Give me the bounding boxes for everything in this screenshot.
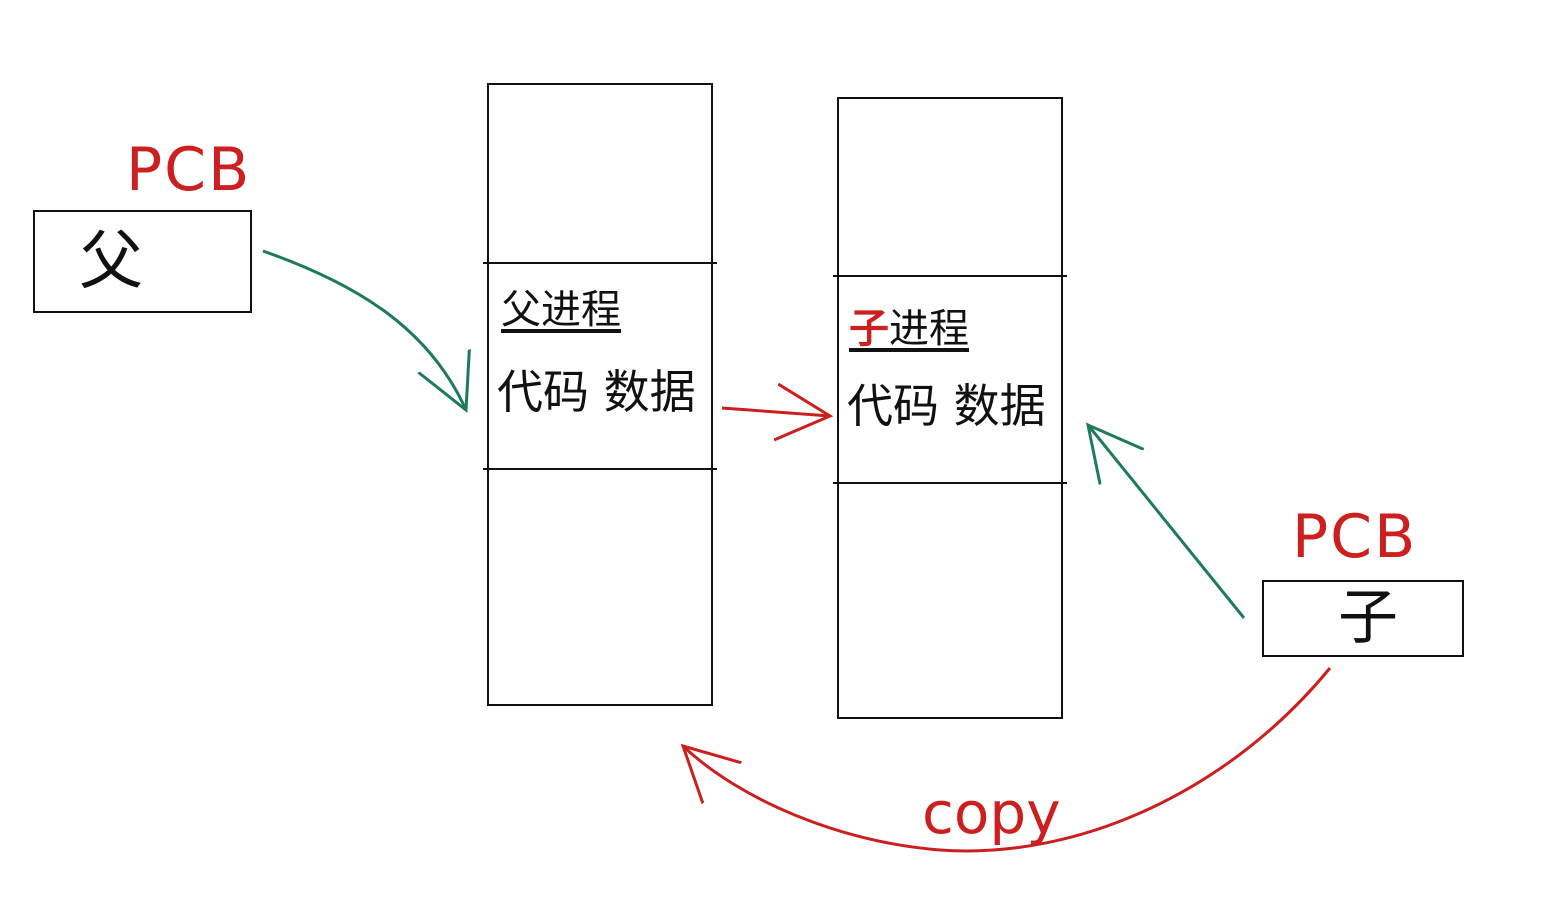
arrow-parent-process-to-child-process (721, 408, 830, 416)
parent-process-title: 父进程 (501, 287, 621, 333)
parent-process-body: 代码 数据 (497, 365, 696, 419)
child-memory-divider-top (833, 275, 1067, 277)
parent-memory-divider-top (483, 262, 717, 264)
parent-memory-block: 父进程 代码 数据 (483, 83, 717, 706)
child-pcb-content: 子 (1338, 583, 1398, 653)
parent-memory-divider-bottom (483, 468, 717, 470)
child-process-title-prefix: 子 (849, 306, 889, 352)
child-pcb-label: PCB (1292, 502, 1418, 572)
arrow-child-pcb-to-child-process (1088, 425, 1246, 619)
child-memory-divider-bottom (833, 482, 1067, 484)
child-process-title-suffix: 进程 (889, 306, 969, 352)
parent-pcb-label: PCB (126, 135, 252, 205)
parent-pcb-box: 父 (33, 210, 252, 313)
child-process-title: 子进程 (849, 309, 969, 349)
copy-label: copy (922, 779, 1061, 847)
child-memory-block: 子进程 代码 数据 (833, 97, 1067, 719)
arrow-parent-pcb-to-parent-process (262, 249, 466, 410)
child-process-body: 代码 数据 (847, 379, 1046, 433)
child-pcb-box: 子 (1262, 580, 1464, 657)
parent-pcb-content: 父 (79, 225, 143, 299)
